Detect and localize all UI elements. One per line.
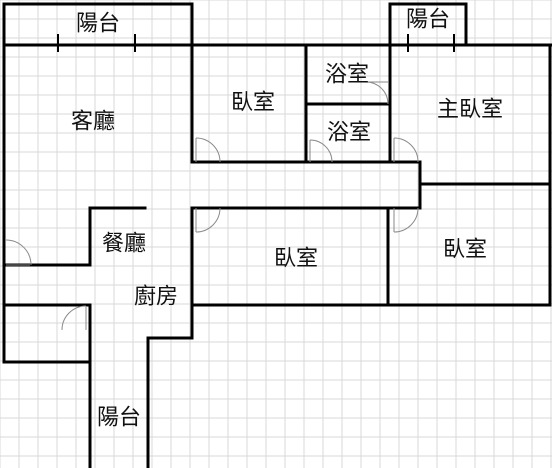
door-bedroom-middle	[195, 207, 221, 233]
label-bedroom-middle: 臥室	[274, 247, 318, 272]
label-bedroom-right: 臥室	[443, 238, 487, 263]
door-master-bedroom	[393, 137, 419, 163]
door-bathroom-upper	[365, 81, 389, 105]
label-dining-room: 餐廳	[102, 232, 146, 257]
balcony-top-left-wall	[2, 2, 194, 47]
master-bedroom-bottom-wall	[418, 160, 552, 186]
kitchen-outline-right	[146, 303, 194, 468]
label-balcony-bottom: 陽台	[97, 406, 141, 431]
door-bedroom-right	[393, 207, 419, 233]
door-bedroom-top	[195, 137, 221, 163]
corridor-bottom-wall	[190, 182, 422, 210]
label-kitchen: 廚房	[134, 285, 178, 310]
label-balcony-top-left: 陽台	[76, 12, 120, 37]
balcony-top-right-wall	[388, 2, 468, 47]
room-labels: 陽台 陽台 客廳 臥室 浴室 浴室 主臥室 餐廳 廚房 臥室 臥室 陽台	[71, 8, 503, 431]
label-bedroom-top: 臥室	[231, 91, 275, 116]
label-master-bedroom: 主臥室	[437, 98, 503, 123]
label-balcony-top-right: 陽台	[406, 8, 450, 33]
label-living-room: 客廳	[71, 110, 115, 135]
doors	[5, 81, 419, 331]
door-utility-room	[61, 305, 87, 331]
label-bathroom-lower: 浴室	[327, 121, 371, 146]
door-entry	[5, 239, 32, 266]
label-bathroom-upper: 浴室	[325, 63, 369, 88]
door-bathroom-lower	[309, 139, 333, 163]
balcony-sliding-doors	[57, 34, 455, 52]
